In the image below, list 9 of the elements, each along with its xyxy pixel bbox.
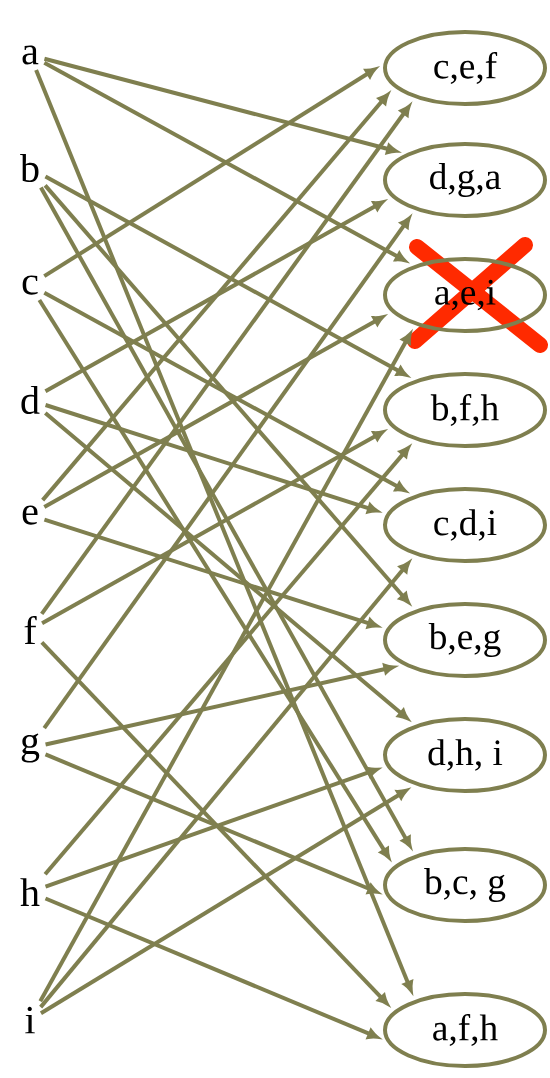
vertex-label: g bbox=[21, 733, 40, 763]
vertex-label: i bbox=[25, 1006, 35, 1034]
vertex-label: b bbox=[20, 153, 39, 183]
vertex-label: f bbox=[24, 615, 37, 645]
vertex-label: d bbox=[21, 385, 40, 415]
vertex-label: e bbox=[22, 505, 38, 525]
vertex-label: c bbox=[22, 275, 38, 295]
vertex-label: a bbox=[22, 45, 39, 65]
vertex-label: h bbox=[20, 878, 40, 906]
